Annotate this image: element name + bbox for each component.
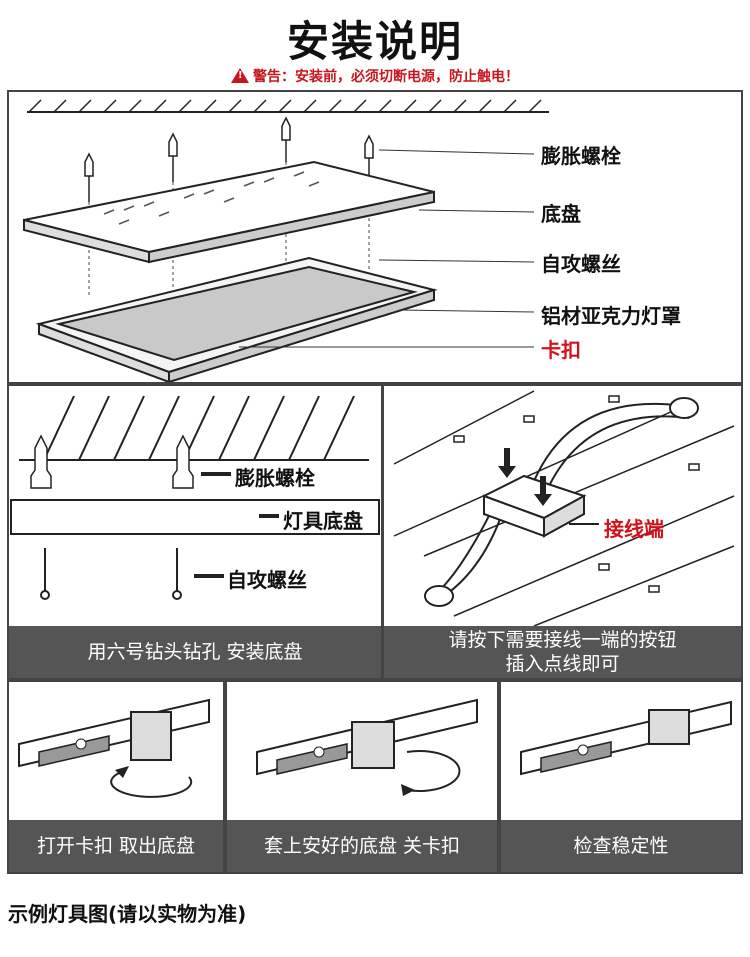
top-diagram-panel: 膨胀螺栓 底盘 自攻螺丝 铝材亚克力灯罩 卡扣 [7, 90, 743, 384]
wiring-caption: 请按下需要接线一端的按钮 插入点线即可 [384, 626, 741, 678]
press-arrow-icons [498, 448, 552, 506]
step-panel-1: 打开卡扣 取出底盘 [7, 680, 225, 874]
label-base-plate: 底盘 [541, 202, 581, 226]
label-self-tapping-screw: 自攻螺丝 [541, 252, 621, 276]
footer-note: 示例灯具图(请以实物为准) [8, 902, 247, 926]
wiring-terminal-diagram [393, 390, 735, 626]
caption-text: 套上安好的底盘 关卡扣 [263, 835, 461, 857]
label-anchor-bolt: 膨胀螺栓 [235, 466, 315, 490]
exploded-lamp-diagram [23, 99, 549, 382]
label-acrylic-cover: 铝材亚克力灯罩 [541, 304, 681, 328]
step-panel-2: 套上安好的底盘 关卡扣 [225, 680, 499, 874]
slot-marks [453, 395, 700, 593]
base-plate-shape [23, 160, 435, 264]
label-clip: 卡扣 [541, 338, 581, 362]
label-self-tapping-screw: 自攻螺丝 [227, 568, 307, 592]
acrylic-cover-shape [35, 256, 438, 382]
anchor-bolt-icons [30, 434, 194, 489]
warning-text: 警告：安装前，必须切断电源，防止触电！ [0, 66, 750, 86]
step-1-caption: 打开卡扣 取出底盘 [9, 820, 223, 872]
label-terminal: 接线端 [604, 517, 664, 541]
drill-install-panel: 膨胀螺栓 灯具底盘 自攻螺丝 用六号钻头钻孔 安装底盘 [7, 384, 383, 680]
caption-text: 检查稳定性 [573, 835, 669, 857]
step-2-caption: 套上安好的底盘 关卡扣 [227, 820, 497, 872]
caption-line-1: 请按下需要接线一端的按钮 [448, 629, 677, 651]
open-clip-diagram [18, 698, 210, 798]
label-anchor-bolt: 膨胀螺栓 [541, 144, 621, 168]
drill-install-caption: 用六号钻头钻孔 安装底盘 [9, 626, 381, 678]
caption-line-2: 插入点线即可 [505, 653, 620, 675]
terminal-block [481, 474, 587, 538]
step-3-caption: 检查稳定性 [501, 820, 741, 872]
step-panel-3: 检查稳定性 [499, 680, 743, 874]
caption-text: 打开卡扣 取出底盘 [36, 835, 196, 857]
anchor-bolt-icons [84, 116, 374, 202]
wiring-panel: 接线端 请按下需要接线一端的按钮 插入点线即可 [382, 384, 743, 680]
page-title: 安装说明 [286, 17, 463, 66]
warning-message: 警告：安装前，必须切断电源，防止触电！ [253, 69, 519, 85]
close-clip-diagram [256, 698, 478, 796]
check-stability-diagram [520, 700, 732, 776]
drill-install-diagram [10, 395, 380, 600]
label-base-plate: 灯具底盘 [283, 509, 363, 533]
warning-triangle-icon [231, 68, 249, 83]
screw-icons [40, 548, 182, 600]
caption-text: 用六号钻头钻孔 安装底盘 [87, 641, 303, 663]
